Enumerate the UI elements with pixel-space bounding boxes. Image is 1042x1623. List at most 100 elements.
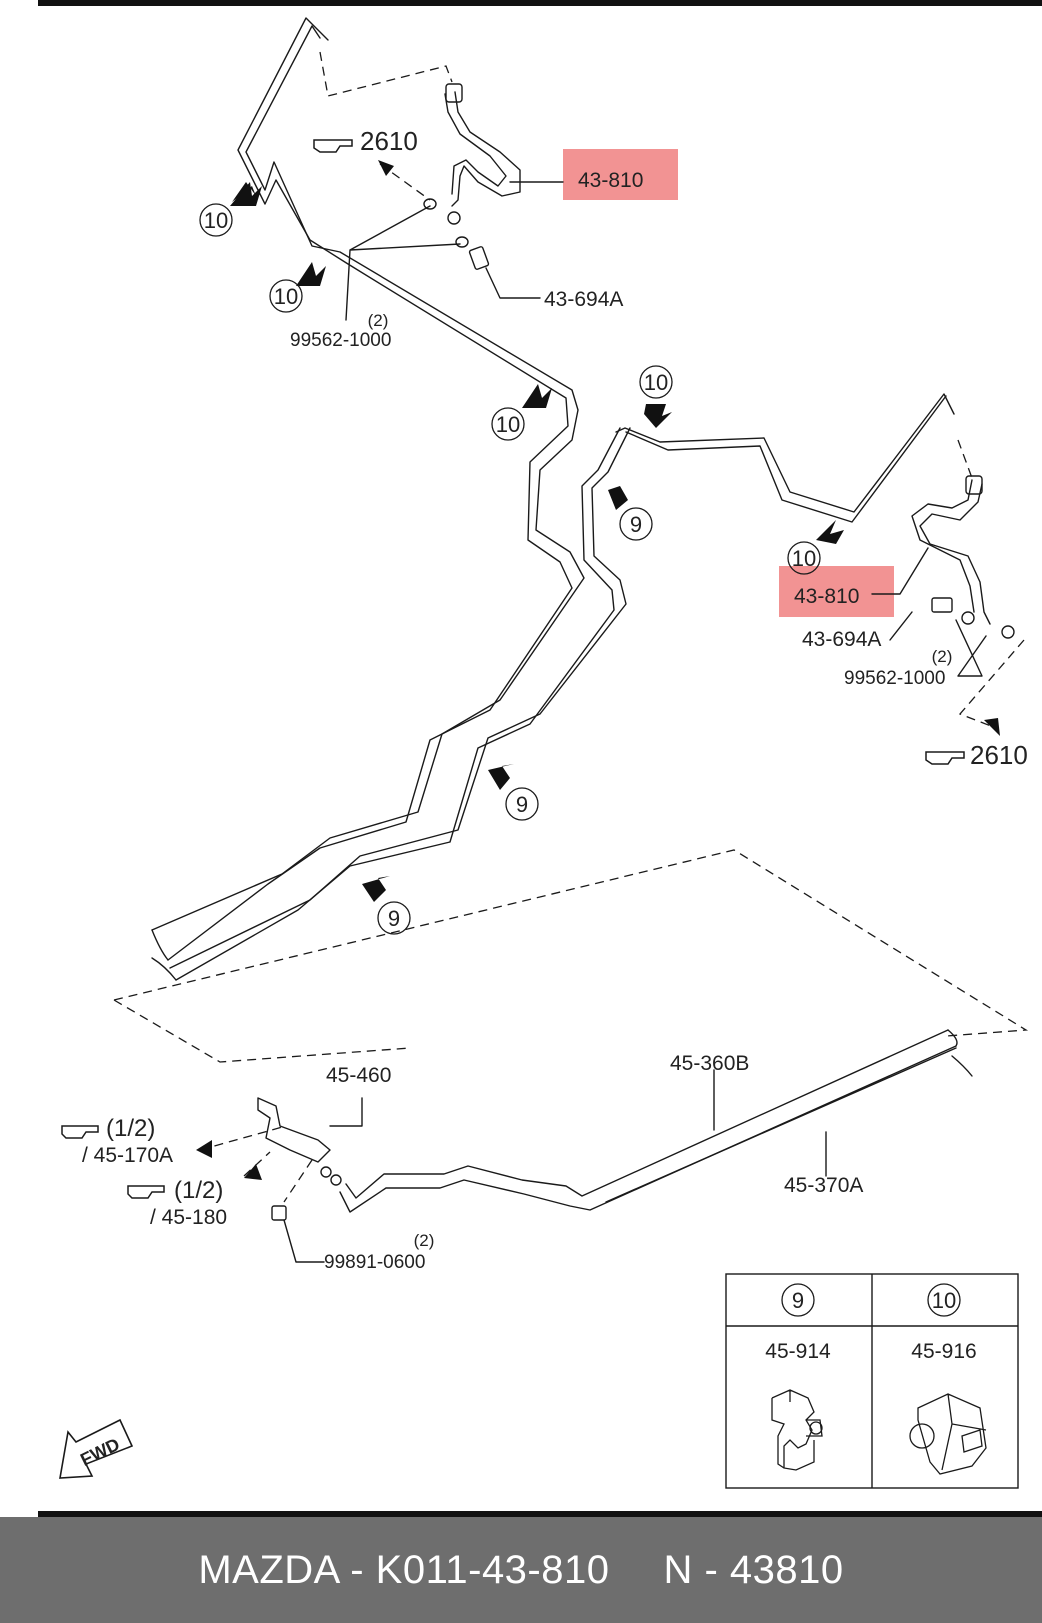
label-valve: 45-460 xyxy=(326,1064,391,1087)
hose-left-fitting xyxy=(445,83,463,103)
dash-box xyxy=(113,849,1029,1063)
pipe-right-down-inner xyxy=(175,427,621,981)
valve-body xyxy=(257,1097,331,1163)
leader-bolt-right xyxy=(889,611,913,641)
dash-top-left xyxy=(319,51,453,97)
legend-key-9: 9 xyxy=(792,1288,804,1313)
label-washer-left-qty: (2) xyxy=(368,311,389,330)
dash-valve-right xyxy=(243,1151,271,1177)
label-pipe-upper: 45-360B xyxy=(670,1052,749,1075)
label-washer-left: 99562-1000 xyxy=(290,330,391,351)
legend-table: 9 10 45-914 45-916 xyxy=(725,1273,1019,1489)
leader-hose-right xyxy=(871,547,929,595)
dash-nut xyxy=(283,1159,313,1203)
label-washer-right: 99562-1000 xyxy=(844,668,945,689)
callout-10-b-circle xyxy=(269,279,303,313)
footer-part-number: MAZDA - K011-43-810 xyxy=(198,1547,610,1592)
pipe-left-inner xyxy=(167,17,573,961)
arrow-9b-shape xyxy=(488,764,514,790)
arrow-180 xyxy=(244,1164,262,1180)
hose-left xyxy=(451,91,521,207)
pointing-hand-icon-180 xyxy=(127,1185,165,1199)
hose-right xyxy=(919,483,991,625)
dash-ref-left xyxy=(379,163,431,201)
callout-9-c: 9 xyxy=(388,906,400,931)
callout-10-d: 10 xyxy=(644,370,668,395)
pointing-hand-icons xyxy=(61,139,965,1199)
clip-10-cap xyxy=(909,1423,935,1449)
label-ref-left: 2610 xyxy=(360,126,418,156)
highlight-box-right xyxy=(779,566,894,617)
hose-right-2 xyxy=(911,479,975,613)
legend-part-10: 45-916 xyxy=(911,1340,976,1363)
fwd-arrow: FWD xyxy=(59,1418,134,1479)
pointing-hand-icon-right xyxy=(925,751,965,765)
washer-left-ring xyxy=(423,198,437,210)
pipe-lower-c xyxy=(605,1047,957,1203)
top-border xyxy=(38,0,1042,6)
label-nut-qty: (2) xyxy=(414,1231,435,1250)
dash-ref-right xyxy=(958,639,1025,729)
leader-valve xyxy=(329,1097,363,1127)
label-hose-left: 43-810 xyxy=(578,169,643,192)
arrow-10b-shape xyxy=(296,262,326,286)
pipe-lower-b xyxy=(339,1045,957,1213)
pointing-hand-icon-170 xyxy=(61,1125,99,1139)
valve-fitting-2 xyxy=(330,1174,342,1186)
label-hose-right: 43-810 xyxy=(794,585,859,608)
arrow-ref-right xyxy=(984,718,1000,736)
pipe-right-inner xyxy=(625,395,947,523)
footer-bar: MAZDA - K011-43-810 N - 43810 xyxy=(0,1517,1042,1623)
arrow-10d-shape xyxy=(644,404,672,428)
label-ref-170-num: (1/2) xyxy=(106,1115,155,1142)
arrow-10a-shape xyxy=(230,182,262,206)
pipe-left-outer xyxy=(151,25,585,931)
callout-9-a: 9 xyxy=(630,512,642,537)
callout-10-b: 10 xyxy=(274,284,298,309)
dash-top-right xyxy=(957,439,973,479)
fwd-label: FWD xyxy=(77,1434,123,1470)
bottom-border xyxy=(38,1511,1042,1517)
washer-right-ring xyxy=(961,611,975,625)
arrow-9a-shape xyxy=(608,482,632,510)
legend-key-10: 10 xyxy=(932,1288,956,1313)
dash-valve-left xyxy=(199,1125,287,1151)
callout-10-c: 10 xyxy=(496,412,520,437)
arrow-10c-shape xyxy=(522,384,552,408)
callout-10-e-circle xyxy=(787,541,821,575)
nut-shape xyxy=(271,1205,287,1221)
label-ref-180-num: (1/2) xyxy=(174,1177,223,1204)
callout-10-e: 10 xyxy=(792,546,816,571)
highlight-box-left xyxy=(563,149,678,200)
pipe-end-left xyxy=(151,929,177,981)
arrow-ref-left xyxy=(378,160,394,176)
label-washer-right-qty: (2) xyxy=(932,647,953,666)
leader-nut xyxy=(283,1219,325,1263)
hose-right-fitting xyxy=(965,475,983,495)
leader-washer-left xyxy=(345,205,461,321)
clip-9-icon xyxy=(771,1389,823,1471)
callout-9-b: 9 xyxy=(516,792,528,817)
pipe-right-down-outer xyxy=(169,427,631,969)
brake-line-diagram: 10 10 10 10 9 10 9 9 43-810 43-694A (2) … xyxy=(38,0,1042,1517)
arrow-10e-shape xyxy=(816,520,844,544)
label-nut: 99891-0600 xyxy=(324,1252,425,1273)
label-bolt-right: 43-694A xyxy=(802,628,881,651)
callout-9-c-circle xyxy=(377,901,411,935)
hose-left-2 xyxy=(444,93,507,195)
valve-fitting-1 xyxy=(320,1166,332,1178)
leader-bolt-left xyxy=(485,267,541,299)
callout-9-b-circle xyxy=(505,787,539,821)
callout-10-c-circle xyxy=(491,407,525,441)
callout-10-d-circle xyxy=(639,365,673,399)
callout-10-a: 10 xyxy=(204,208,228,233)
pipe-right-outer xyxy=(615,393,955,513)
callout-10-a-circle xyxy=(199,203,233,237)
pointing-hand-icon-left xyxy=(313,139,353,153)
callout-9-a-circle xyxy=(619,507,653,541)
label-bolt-left: 43-694A xyxy=(544,288,623,311)
pipe-lower-a xyxy=(345,1029,949,1199)
bolt-right-shape xyxy=(931,597,953,613)
footer-oem-number: N - 43810 xyxy=(663,1547,844,1592)
label-ref-right: 2610 xyxy=(970,740,1028,770)
